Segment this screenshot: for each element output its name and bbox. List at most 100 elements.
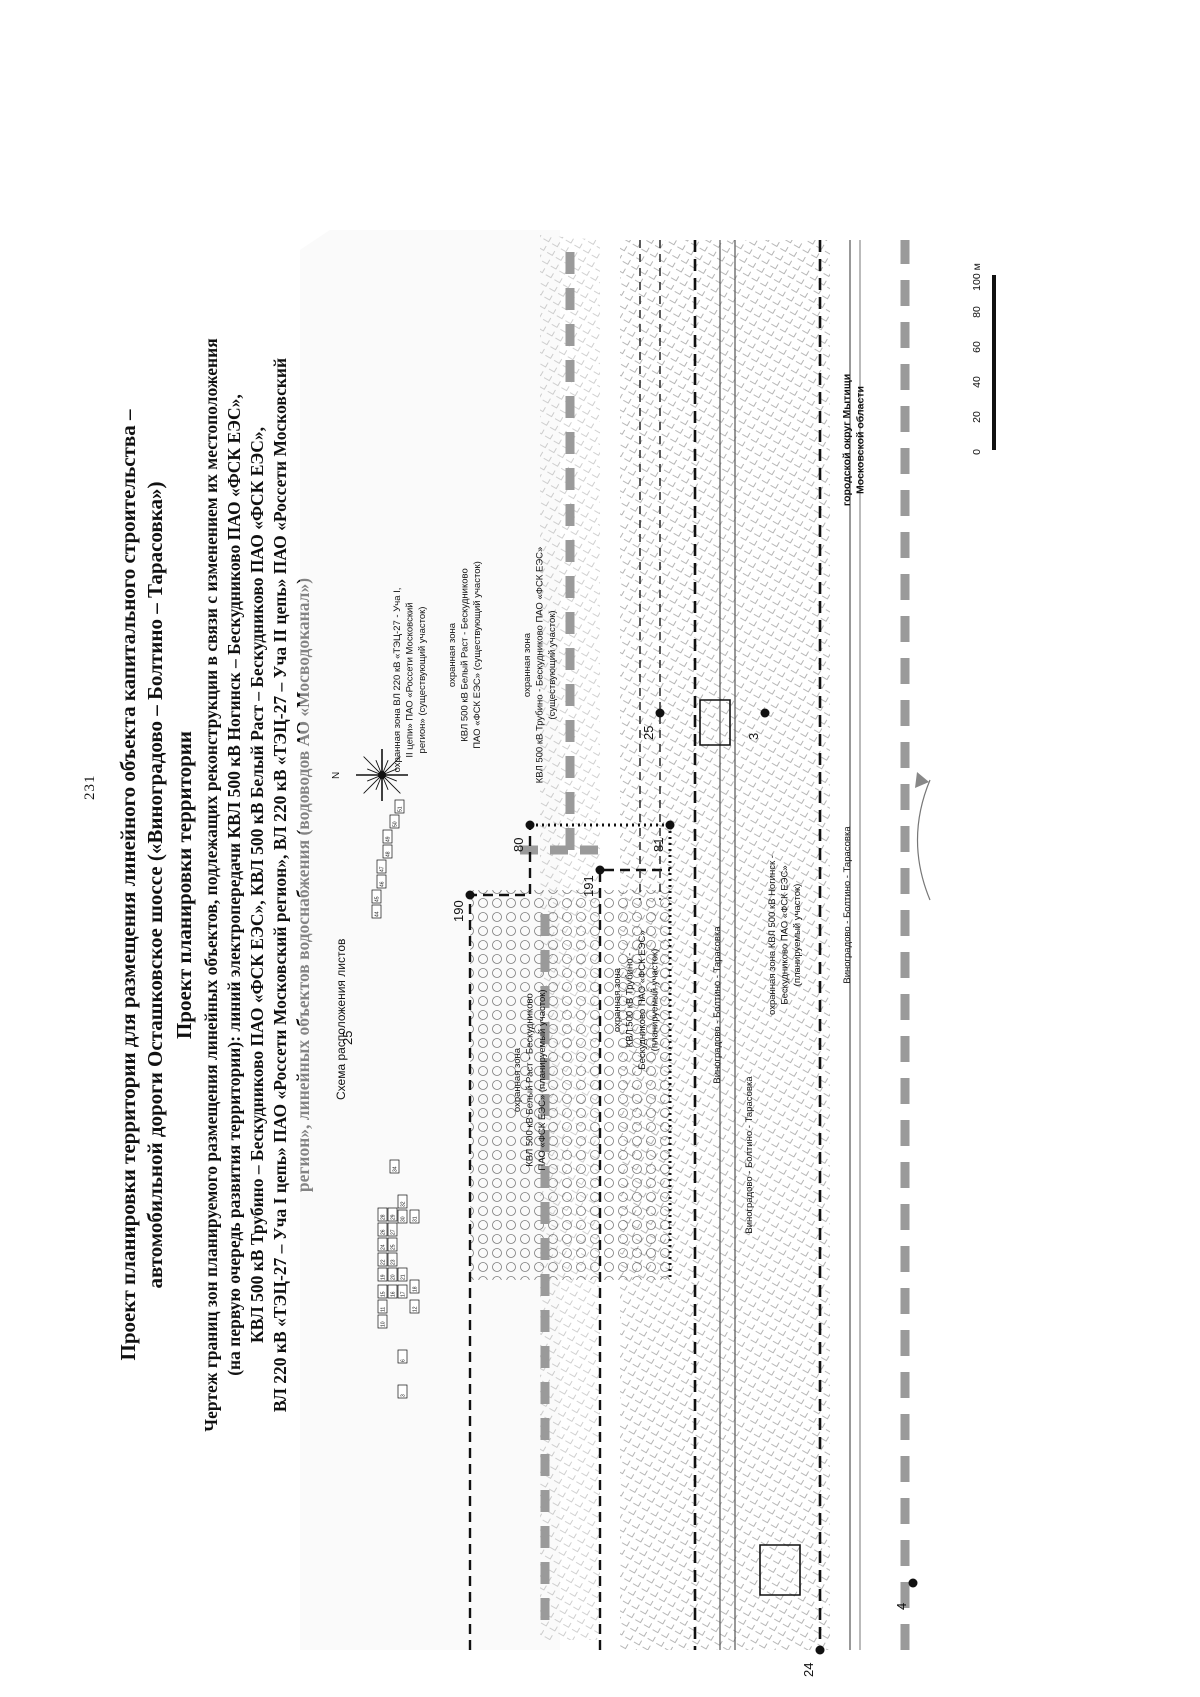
inset-sheet-number: 50 — [393, 821, 399, 827]
map-point-label: 80 — [511, 838, 526, 852]
inset-sheet-number: 47 — [380, 866, 386, 872]
inset-sheet-number: 46 — [380, 881, 386, 887]
inset-sheet-box — [377, 1222, 388, 1237]
inset-sheet-box — [377, 1284, 388, 1299]
inset-sheet-number: 18 — [413, 1286, 419, 1292]
inset-sheet-number: 28 — [381, 1214, 387, 1220]
map-label-zone-belyrast-exist: ПАО «ФСК ЕЭС» (существующий участок) — [472, 561, 483, 749]
inset-current-sheet: 25 — [340, 1031, 355, 1045]
inset-sheet-box — [387, 1267, 398, 1282]
inset-sheet-number: 22 — [381, 1259, 387, 1265]
tower-footprint-1 — [699, 699, 731, 746]
inset-sheet-number: 48 — [386, 851, 392, 857]
inset-sheet-box — [387, 1237, 398, 1252]
map-point-marker — [595, 865, 605, 875]
inset-sheet-box — [397, 1209, 408, 1224]
inset-sheet-box — [382, 829, 393, 844]
map-label-zone-noginsk-plan: охранная зона КВЛ 500 кВ Ногинск - — [767, 855, 778, 1015]
scale-tick-label: 0 — [971, 449, 983, 455]
map-point-marker — [655, 708, 665, 718]
inset-sheet-number: 49 — [386, 836, 392, 842]
scale-bar-rule — [992, 275, 996, 450]
map-label-zone-belyrast-exist: охранная зона — [447, 622, 458, 687]
inset-sheet-number: 21 — [401, 1274, 407, 1280]
map-point-marker — [525, 820, 535, 830]
inset-sheet-number: 45 — [375, 896, 381, 902]
inset-sheet-number: 17 — [401, 1291, 407, 1297]
map-label-zone-trubino-plan: КВЛ 500 кВ Трубино - — [625, 953, 636, 1048]
map-label-road-2: Виноградово - Болтино - Тарасовка — [744, 1076, 755, 1234]
inset-sheet-number: 32 — [401, 1201, 407, 1207]
inset-sheet-number: 25 — [391, 1244, 397, 1250]
inset-sheet-box — [376, 874, 387, 889]
inset-sheet-number: 11 — [381, 1307, 387, 1312]
inset-sheet-box — [387, 1207, 398, 1222]
map-point-marker — [815, 1645, 825, 1655]
inset-sheet-box — [371, 904, 382, 919]
inset-sheet-number: 27 — [391, 1229, 397, 1235]
map-point-marker — [908, 1578, 918, 1588]
tower-footprint-2 — [759, 1544, 801, 1596]
compass-ray — [381, 774, 401, 794]
map-label-zone-trubino-plan: охранная зона — [612, 967, 623, 1032]
scale-tick-label: 40 — [971, 376, 983, 388]
boundary-190-80 — [468, 825, 532, 1650]
inset-sheet-box — [397, 1284, 408, 1299]
map-label-road-3: Виноградово - Болтино - Тарасовка — [842, 826, 853, 984]
scale-tick-label: 60 — [971, 341, 983, 353]
inset-sheet-number: 20 — [391, 1274, 397, 1280]
inset-sheet-box — [376, 859, 387, 874]
inset-sheet-number: 51 — [398, 806, 404, 812]
map-point-marker — [465, 890, 475, 900]
inset-sheet-box — [409, 1299, 420, 1314]
map-point-label: 3 — [746, 733, 761, 740]
map-point-marker — [760, 708, 770, 718]
map-labels: охранная зона ВЛ 220 кВ «ТЭЦ-27 - Уча I,… — [392, 374, 867, 1234]
inset-sheet-number: 29 — [391, 1214, 397, 1220]
inset-sheet-number: 44 — [375, 911, 381, 917]
map-label-zone-belyrast-exist: КВЛ 500 кВ Белый Раст - Бескудниково — [460, 568, 471, 741]
inset-sheet-box — [397, 1349, 408, 1364]
inset-sheet-box — [377, 1207, 388, 1222]
inset-sheet-number: 34 — [393, 1166, 399, 1172]
map-point-label: 81 — [651, 838, 666, 852]
inset-sheet-box — [397, 1267, 408, 1282]
inset-sheet-number: 16 — [391, 1291, 397, 1297]
scale-tick-label: 80 — [971, 306, 983, 318]
map-label-zone-noginsk-plan: Бескудниково ПАО «ФСК ЕЭС» — [780, 865, 791, 1004]
map-point-label: 4 — [894, 1603, 909, 1610]
inset-sheet-number: 15 — [381, 1291, 387, 1297]
scale-tick-label: 20 — [971, 411, 983, 423]
inset-sheet-box — [387, 1222, 398, 1237]
map-label-zone-vl220: охранная зона ВЛ 220 кВ «ТЭЦ-27 - Уча I, — [392, 588, 403, 773]
map-label-zone-vl220: регион» (существующий участок) — [417, 607, 428, 754]
inset-sheet-box — [387, 1252, 398, 1267]
inset-label: Схема расположения листов — [334, 939, 348, 1100]
inset-sheet-box — [409, 1209, 420, 1224]
inset-sheet-box — [397, 1194, 408, 1209]
boundary-191 — [598, 868, 670, 1650]
inset-sheet-box — [377, 1299, 388, 1314]
inset-sheet-box — [389, 1159, 400, 1174]
map-label-zone-trubino-exist: охранная зона — [522, 632, 533, 697]
map-label-district: Московской области — [855, 386, 867, 494]
compass-ray — [363, 774, 383, 794]
map-label-zone-trubino-plan: Бескудниково ПАО «ФСК ЕЭС» — [637, 930, 648, 1069]
inset-sheet-number: 23 — [391, 1259, 397, 1265]
inset-sheet-box — [377, 1314, 388, 1329]
inset-sheet-box — [387, 1284, 398, 1299]
north-label: N — [331, 772, 342, 779]
map-label-zone-vl220: II цепи» ПАО «Россети Московский — [405, 602, 416, 757]
map-label-zone-noginsk-plan: (планируемый участок) — [792, 884, 803, 987]
inset-sheet-box — [389, 814, 400, 829]
inset-sheet-box — [377, 1252, 388, 1267]
zone-noginsk-hatch — [620, 240, 830, 1650]
inset-sheet-box — [377, 1267, 388, 1282]
inset-sheet-number: 31 — [413, 1216, 419, 1222]
compass-ray — [363, 756, 383, 776]
inset-sheet-number: 3 — [401, 1394, 407, 1397]
